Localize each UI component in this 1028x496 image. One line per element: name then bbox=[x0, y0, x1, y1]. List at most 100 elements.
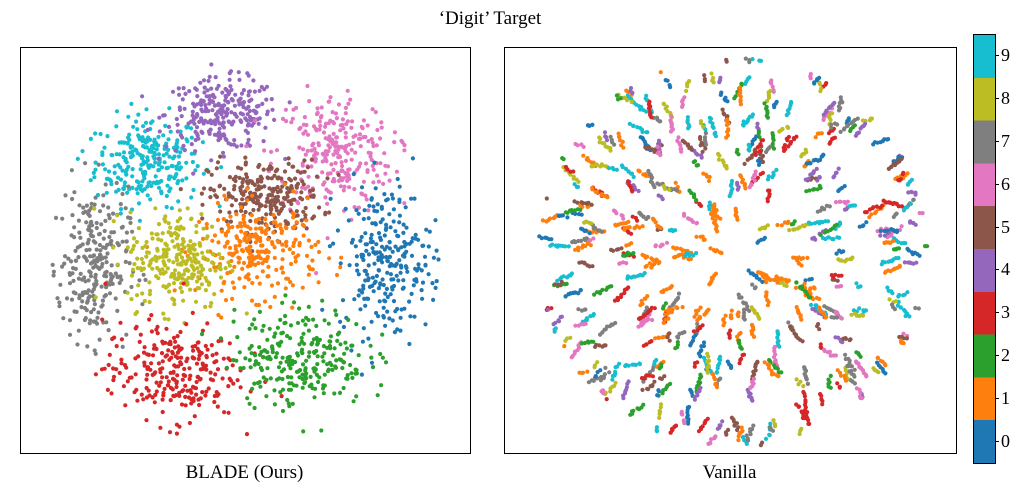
scatter-point-class-1 bbox=[680, 305, 685, 310]
scatter-point-class-3 bbox=[802, 416, 807, 421]
scatter-point-class-4 bbox=[246, 89, 252, 94]
scatter-point-class-3 bbox=[103, 281, 108, 286]
scatter-point-class-3 bbox=[204, 367, 209, 372]
scatter-point-class-4 bbox=[902, 260, 907, 265]
scatter-point-class-0 bbox=[408, 314, 413, 319]
scatter-point-class-4 bbox=[209, 62, 214, 67]
scatter-point-class-9 bbox=[98, 131, 103, 137]
scatter-point-class-6 bbox=[664, 240, 670, 245]
scatter-point-class-9 bbox=[140, 135, 145, 140]
scatter-point-class-0 bbox=[374, 242, 379, 247]
scatter-point-class-3 bbox=[802, 394, 807, 399]
scatter-point-class-6 bbox=[326, 121, 331, 126]
scatter-point-class-9 bbox=[159, 178, 164, 184]
scatter-point-class-3 bbox=[874, 204, 879, 209]
scatter-point-class-3 bbox=[782, 143, 787, 148]
scatter-point-class-0 bbox=[359, 234, 364, 240]
scatter-point-class-8 bbox=[592, 365, 597, 370]
scatter-point-class-2 bbox=[312, 366, 317, 371]
scatter-point-class-4 bbox=[206, 78, 211, 83]
scatter-point-class-7 bbox=[852, 381, 857, 386]
scatter-point-class-3 bbox=[753, 150, 758, 155]
scatter-point-class-2 bbox=[351, 399, 356, 404]
scatter-point-class-2 bbox=[283, 293, 288, 298]
scatter-point-class-8 bbox=[205, 257, 210, 262]
scatter-point-class-5 bbox=[667, 338, 672, 343]
scatter-point-class-3 bbox=[230, 363, 235, 368]
scatter-point-class-1 bbox=[580, 245, 585, 250]
colorbar-tick-label-3: 3 bbox=[1001, 302, 1010, 323]
scatter-point-class-9 bbox=[572, 182, 577, 187]
scatter-point-class-6 bbox=[371, 167, 376, 172]
scatter-point-class-2 bbox=[304, 358, 309, 363]
scatter-point-class-5 bbox=[230, 195, 235, 200]
scatter-point-class-1 bbox=[672, 255, 677, 260]
scatter-point-class-2 bbox=[288, 336, 293, 341]
scatter-point-class-3 bbox=[692, 364, 697, 369]
scatter-point-class-4 bbox=[207, 101, 212, 106]
scatter-point-class-4 bbox=[156, 156, 161, 161]
scatter-point-class-4 bbox=[227, 120, 232, 125]
scatter-point-class-6 bbox=[376, 179, 381, 184]
scatter-point-class-1 bbox=[838, 373, 844, 378]
scatter-point-class-2 bbox=[267, 326, 272, 331]
scatter-point-class-2 bbox=[321, 359, 326, 364]
scatter-point-class-1 bbox=[317, 249, 322, 255]
scatter-point-class-2 bbox=[322, 318, 327, 323]
scatter-point-class-8 bbox=[711, 75, 716, 81]
scatter-point-class-2 bbox=[818, 232, 823, 238]
scatter-point-class-5 bbox=[687, 145, 693, 150]
scatter-point-class-0 bbox=[861, 223, 866, 228]
scatter-point-class-4 bbox=[240, 101, 245, 106]
scatter-point-class-7 bbox=[111, 211, 116, 216]
scatter-point-class-9 bbox=[118, 177, 124, 182]
scatter-point-class-0 bbox=[385, 294, 390, 300]
scatter-point-class-4 bbox=[832, 174, 837, 179]
scatter-point-class-8 bbox=[153, 206, 158, 211]
scatter-point-class-6 bbox=[382, 151, 387, 156]
scatter-point-class-0 bbox=[361, 216, 366, 222]
scatter-point-class-4 bbox=[908, 219, 913, 224]
scatter-point-class-7 bbox=[608, 134, 613, 139]
scatter-point-class-4 bbox=[193, 86, 198, 91]
scatter-point-class-5 bbox=[280, 202, 285, 207]
scatter-point-class-7 bbox=[72, 190, 77, 195]
scatter-point-class-0 bbox=[760, 279, 765, 284]
scatter-point-class-9 bbox=[126, 114, 131, 119]
scatter-point-class-1 bbox=[266, 264, 271, 269]
scatter-point-class-7 bbox=[99, 284, 104, 289]
scatter-point-class-7 bbox=[91, 239, 96, 244]
scatter-point-class-6 bbox=[366, 150, 371, 155]
scatter-point-class-0 bbox=[842, 184, 847, 189]
scatter-point-class-5 bbox=[702, 76, 707, 82]
scatter-point-class-2 bbox=[794, 280, 799, 285]
scatter-point-class-1 bbox=[765, 303, 770, 308]
scatter-point-class-4 bbox=[834, 170, 839, 175]
scatter-point-class-7 bbox=[72, 309, 77, 314]
scatter-point-class-6 bbox=[679, 146, 684, 151]
scatter-point-class-4 bbox=[217, 126, 222, 131]
scatter-point-class-6 bbox=[294, 105, 299, 110]
scatter-point-class-9 bbox=[157, 160, 162, 165]
scatter-point-class-4 bbox=[203, 109, 208, 114]
scatter-point-class-8 bbox=[595, 360, 600, 365]
scatter-point-class-9 bbox=[163, 123, 168, 128]
scatter-point-class-9 bbox=[164, 141, 169, 146]
scatter-point-class-0 bbox=[376, 231, 382, 236]
scatter-point-class-6 bbox=[320, 151, 325, 156]
scatter-point-class-3 bbox=[755, 175, 760, 180]
scatter-point-class-6 bbox=[339, 163, 345, 169]
scatter-point-class-1 bbox=[671, 245, 676, 250]
scatter-point-class-1 bbox=[739, 425, 744, 430]
scatter-point-class-7 bbox=[846, 364, 851, 369]
scatter-point-class-8 bbox=[705, 366, 710, 371]
scatter-point-class-8 bbox=[571, 174, 576, 179]
scatter-panel-vanilla bbox=[504, 47, 957, 454]
scatter-point-class-8 bbox=[166, 230, 171, 235]
scatter-point-class-7 bbox=[70, 213, 75, 218]
scatter-point-class-0 bbox=[393, 229, 398, 234]
scatter-point-class-4 bbox=[181, 86, 186, 91]
scatter-point-class-4 bbox=[225, 107, 230, 112]
scatter-point-class-5 bbox=[272, 173, 277, 178]
scatter-point-class-6 bbox=[350, 119, 355, 124]
